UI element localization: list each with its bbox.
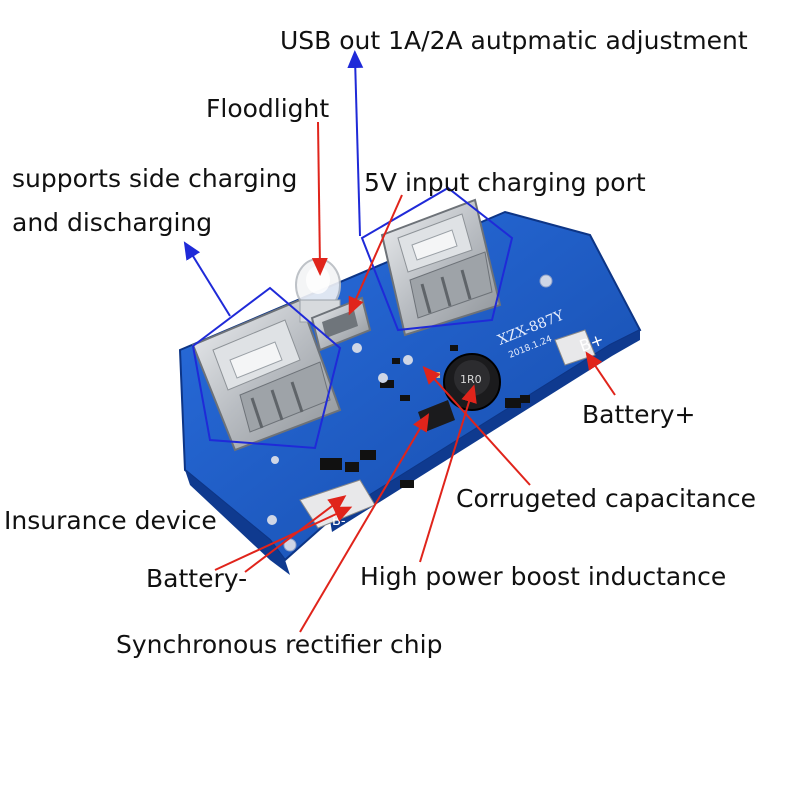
pointer-side-charging (183, 241, 231, 317)
left-usb-outline (191, 286, 342, 450)
usb-port-right (380, 198, 502, 337)
label-usb-out: USB out 1A/2A autpmatic adjustment (280, 26, 748, 55)
label-rectifier: Synchronous rectifier chip (116, 630, 443, 659)
usb-port-left (191, 298, 342, 452)
pointer-input-port (348, 194, 403, 316)
boost-inductor: 1R0 (443, 353, 501, 411)
pointer-corrugated-cap (422, 366, 531, 486)
right-usb-outline (360, 186, 514, 332)
label-corrugated-cap: Corrugeted capacitance (456, 484, 756, 513)
pad-minus-text: B- (332, 514, 346, 529)
pointer-battery-plus (585, 351, 616, 396)
smd-components (267, 343, 530, 525)
pointer-inductance (419, 384, 477, 563)
label-side-charging-1: supports side charging (12, 164, 298, 193)
label-floodlight: Floodlight (206, 94, 330, 123)
label-insurance: Insurance device (4, 506, 217, 535)
pointer-rectifier (299, 413, 430, 633)
pointer-insurance (214, 506, 353, 571)
label-battery-minus: Battery- (146, 564, 248, 593)
pointer-battery-minus (244, 495, 347, 573)
inductor-marking: 1R0 (460, 373, 482, 386)
label-inductance: High power boost inductance (360, 562, 727, 591)
pointer-usb-out (347, 50, 364, 237)
label-input-port: 5V input charging port (364, 168, 646, 197)
label-side-charging-2: and discharging (12, 208, 213, 237)
pointer-floodlight (311, 121, 328, 276)
label-battery-plus: Battery+ (582, 400, 696, 429)
